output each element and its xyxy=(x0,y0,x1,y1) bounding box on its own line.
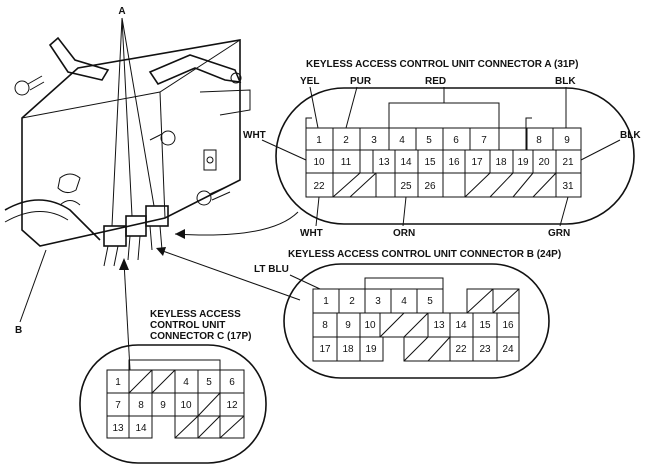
callout-b-label: B xyxy=(15,325,22,336)
callout-a-label: A xyxy=(118,6,125,17)
connector-b-pin: 24 xyxy=(502,344,514,355)
connector-c-pin: 5 xyxy=(206,377,212,388)
connector-a-title: KEYLESS ACCESS CONTROL UNIT CONNECTOR A … xyxy=(306,59,578,70)
arrow-icon xyxy=(156,247,166,256)
wire-label-wht-left: WHT xyxy=(243,130,266,141)
connector-c: KEYLESS ACCESS CONTROL UNIT CONNECTOR C … xyxy=(79,309,267,464)
connector-c-pin: 6 xyxy=(229,377,235,388)
connector-c-pin: 9 xyxy=(160,400,166,411)
connector-c-leader xyxy=(123,261,131,371)
bolt-icon xyxy=(14,75,45,96)
wire-label-wht-bottom: WHT xyxy=(300,228,323,239)
connector-a-pin: 5 xyxy=(426,135,432,146)
arrow-icon xyxy=(119,258,129,270)
connector-a-pin: 9 xyxy=(564,135,570,146)
connector-b-pin: 16 xyxy=(502,320,514,331)
connector-b-pin: 15 xyxy=(479,320,491,331)
connector-c-pin: 1 xyxy=(115,377,121,388)
connector-c-pin: 7 xyxy=(115,400,121,411)
control-unit-illustration xyxy=(4,36,251,267)
connector-b-pin: 22 xyxy=(455,344,467,355)
connector-b-outline xyxy=(283,263,550,379)
wire-label-red: RED xyxy=(425,76,446,87)
connector-a-pin: 19 xyxy=(517,157,529,168)
connector-a-leader xyxy=(174,211,299,236)
connector-b-pin: 14 xyxy=(455,320,467,331)
wire-label-yel: YEL xyxy=(300,76,319,87)
connector-b-leader xyxy=(159,249,301,301)
connector-a-pins xyxy=(305,127,582,198)
wire-label-grn: GRN xyxy=(548,228,570,239)
connector-c-pin: 8 xyxy=(138,400,144,411)
connector-b-pins xyxy=(312,288,520,362)
connector-a-pin: 11 xyxy=(341,157,352,168)
connector-c-outline xyxy=(79,344,267,464)
connector-a-pin: 13 xyxy=(378,157,390,168)
connector-a-pin: 17 xyxy=(471,157,483,168)
wire-label-blk-top: BLK xyxy=(555,76,576,87)
connector-a: KEYLESS ACCESS CONTROL UNIT CONNECTOR A … xyxy=(275,59,635,225)
connector-c-pin: 14 xyxy=(135,423,147,434)
connector-c-pin: 13 xyxy=(112,423,124,434)
connector-b-pin: 18 xyxy=(342,344,354,355)
connector-c-title-line-3: CONNECTOR C (17P) xyxy=(150,331,252,342)
wire-label-pur: PUR xyxy=(350,76,372,87)
connector-a-pin: 7 xyxy=(481,135,487,146)
connector-b-title: KEYLESS ACCESS CONTROL UNIT CONNECTOR B … xyxy=(288,249,561,260)
connector-a-pin: 2 xyxy=(343,135,349,146)
connector-a-pin: 8 xyxy=(536,135,542,146)
connector-b-pin: 10 xyxy=(364,320,376,331)
connector-a-pin: 3 xyxy=(371,135,377,146)
callout-a-leaders xyxy=(111,17,155,227)
connector-b-pin: 3 xyxy=(375,296,381,307)
connector-a-pin: 14 xyxy=(400,157,412,168)
connector-c-pin: 10 xyxy=(180,400,192,411)
connector-c-pins xyxy=(106,369,245,439)
connector-b-pin: 17 xyxy=(319,344,331,355)
connector-c-title-line-1: KEYLESS ACCESS xyxy=(150,309,241,320)
connector-c-pin: 4 xyxy=(183,377,189,388)
connector-b: KEYLESS ACCESS CONTROL UNIT CONNECTOR B … xyxy=(283,249,561,379)
connector-a-pin: 20 xyxy=(538,157,550,168)
connector-a-pin: 10 xyxy=(313,157,325,168)
connector-a-pin: 4 xyxy=(399,135,405,146)
callout-b-leader xyxy=(19,249,47,323)
connector-a-pin: 6 xyxy=(453,135,459,146)
bolt-icon xyxy=(196,185,231,206)
connector-b-pin: 8 xyxy=(322,320,328,331)
connector-c-title-line-2: CONTROL UNIT xyxy=(150,320,225,331)
connector-a-outline xyxy=(275,87,635,225)
connector-b-pin: 1 xyxy=(323,296,329,307)
connector-b-pin: 13 xyxy=(433,320,445,331)
wire-label-blk-right: BLK xyxy=(620,130,641,141)
connector-b-pin: 5 xyxy=(427,296,433,307)
connector-a-pin: 16 xyxy=(448,157,460,168)
connector-b-pin: 19 xyxy=(365,344,377,355)
connector-a-pin: 25 xyxy=(400,181,412,192)
connector-b-pin: 23 xyxy=(479,344,491,355)
bolt-icon xyxy=(230,72,242,84)
connector-a-pin: 1 xyxy=(316,135,322,146)
bolt-icon xyxy=(149,130,176,146)
connector-a-pin: 21 xyxy=(562,157,574,168)
connector-a-pin: 22 xyxy=(313,181,325,192)
connector-b-pin: 9 xyxy=(345,320,351,331)
connector-a-pin: 31 xyxy=(562,181,574,192)
connector-a-pin: 26 xyxy=(424,181,436,192)
wire-label-lt-blu: LT BLU xyxy=(254,264,289,275)
connector-a-pin: 15 xyxy=(424,157,436,168)
connector-b-pin: 2 xyxy=(349,296,355,307)
connector-a-pin: 18 xyxy=(495,157,507,168)
wire-label-orn: ORN xyxy=(393,228,415,239)
connector-c-pin: 12 xyxy=(226,400,238,411)
arrow-icon xyxy=(175,229,185,239)
connector-b-pin: 4 xyxy=(401,296,407,307)
